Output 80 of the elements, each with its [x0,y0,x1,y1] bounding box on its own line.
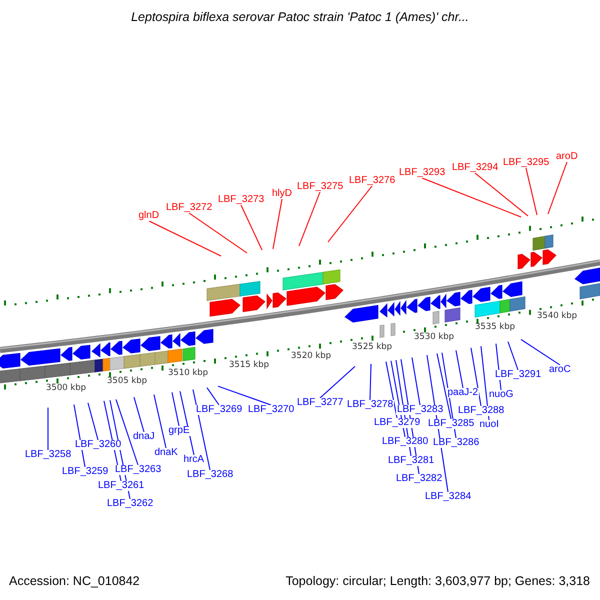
gene-label: LBF_3259 [61,467,110,477]
leader-line [548,162,568,214]
leader-line [386,361,398,418]
gene-label: grpE [168,426,191,436]
tick-label: 3520 kbp [291,352,332,360]
gene-label: LBF_3260 [74,440,122,450]
gene-label: LBF_3275 [296,182,344,192]
gene-label: LBF_3278 [346,400,394,410]
gene-label: LBF_3279 [373,418,422,428]
gene-label: LBF_3293 [398,168,446,178]
tick-label: 3510 kbp [168,369,208,378]
gene-label: nuoG [488,390,514,400]
leader-line [148,220,222,256]
leader-line [480,346,490,420]
gene-label: LBF_3280 [381,437,430,447]
gene-label: LBF_3269 [195,405,244,415]
gene-label: LBF_3284 [424,492,472,502]
leader-line [188,212,248,254]
tick-label: 3500 kbp [46,384,86,393]
gene-label: hlyD [271,189,294,199]
leader-line [180,390,194,456]
leader-line [436,352,452,420]
gene-label: LBF_3276 [348,176,396,186]
leader-line [134,396,144,432]
leader-line [206,387,220,406]
leader-line [412,357,420,406]
leader-line [422,178,522,218]
gene-label: nuoI [478,420,500,430]
gene-label: LBF_3268 [186,470,234,480]
gene-label: LBF_3281 [387,456,436,466]
accession-text: Accession: NC_010842 [9,575,140,588]
map-title: Leptospira biflexa serovar Patoc strain 'Patoc 1 (Ames)' chr... [130,11,470,24]
leader-line [470,347,482,406]
gene-label: LBF_3273 [217,195,266,205]
gene-label: LBF_3288 [457,406,506,416]
leader-line [520,338,560,366]
leader-line [526,168,538,216]
tick-label: 3530 kbp [414,332,454,342]
tick-label: 3515 kbp [229,360,270,370]
gene-label: LBF_3286 [432,438,480,448]
leader-line [218,386,272,406]
tick-label: 3505 kbp [107,377,148,386]
gene-label: LBF_3294 [451,163,500,173]
leader-line [370,363,372,400]
gene-label: LBF_3277 [296,398,344,408]
leader-line [116,398,138,466]
gene-label: LBF_3262 [106,499,154,509]
genome-summary-text: Topology: circular; Length: 3,603,977 bp; Genes: 3,318 [286,575,590,588]
leader-line [456,350,464,388]
gene-label: LBF_3295 [502,158,550,168]
tick-label: 3540 kbp [537,312,578,321]
gene-label: LBF_3291 [494,370,542,380]
gene-label: LBF_3283 [396,405,444,415]
leader-line [272,198,282,250]
gene-label: LBF_3263 [114,465,162,475]
tick-label: 3525 kbp [352,342,392,352]
gene-label: LBF_3282 [395,474,444,484]
leader-line [508,341,518,370]
leader-line [88,402,98,440]
gene-label: aroD [555,152,579,162]
leader-line [298,192,320,246]
gene-label: LBF_3258 [24,450,72,460]
gene-label: LBF_3261 [97,481,146,491]
leader-line [320,366,356,398]
leader-line [240,204,262,250]
gene-label: dnaK [154,448,179,458]
gene-label: hrcA [182,455,206,465]
leader-line [328,186,372,242]
gene-label: dnaJ [132,432,156,442]
gene-label: glnD [138,211,160,221]
gene-label: LBF_3270 [247,405,296,415]
leader-line [172,392,180,426]
gene-label: LBF_3272 [165,203,214,213]
gene-label: LBF_3285 [427,419,476,429]
leader-line [474,172,528,216]
gene-label: paaJ-2 [446,388,480,398]
leader-line [192,389,210,470]
leader-line [154,394,166,448]
gene-label: aroC [548,365,572,375]
tick-label: 3535 kbp [475,322,516,332]
